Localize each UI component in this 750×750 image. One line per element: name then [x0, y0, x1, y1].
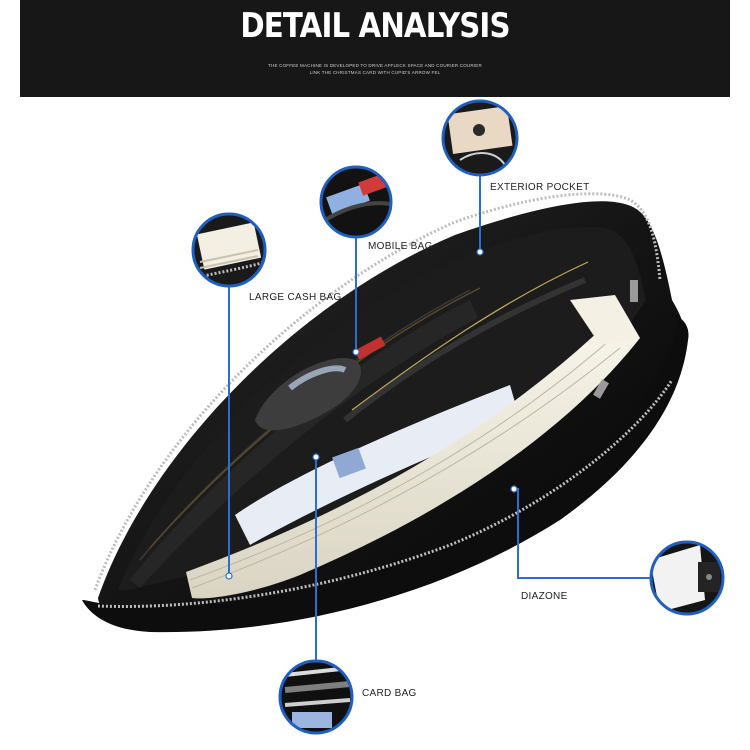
- zoom-mobile-bag: [319, 165, 393, 239]
- zipper-pull: [630, 280, 638, 302]
- zoom-large-cash-bag: [191, 212, 267, 288]
- callout-dots: [225, 248, 518, 580]
- page-title: DETAIL ANALYSIS: [240, 6, 510, 46]
- zoom-exterior-pocket: [441, 99, 519, 177]
- label-diazone: DIAZONE: [521, 591, 568, 602]
- subtitle-line-1: THE COFFEE MACHINE IS DEVELOPED TO DRIVE…: [268, 63, 482, 68]
- subtitle-line-2: LINK THE CHRISTMAS CARD WITH CUPID'S ARR…: [309, 70, 441, 75]
- apple-logo-icon: [473, 124, 485, 136]
- zoom-card-bag: [278, 659, 354, 735]
- label-exterior-pocket: EXTERIOR POCKET: [490, 182, 590, 193]
- label-card-bag: CARD BAG: [362, 688, 417, 699]
- zoom-diazone: [649, 540, 725, 616]
- label-large-cash-bag: LARGE CASH BAG: [249, 292, 342, 303]
- header-banner: DETAIL ANALYSIS THE COFFEE MACHINE IS DE…: [20, 0, 730, 97]
- wallet-body: [82, 192, 689, 633]
- label-mobile-bag: MOBILE BAG: [368, 241, 433, 252]
